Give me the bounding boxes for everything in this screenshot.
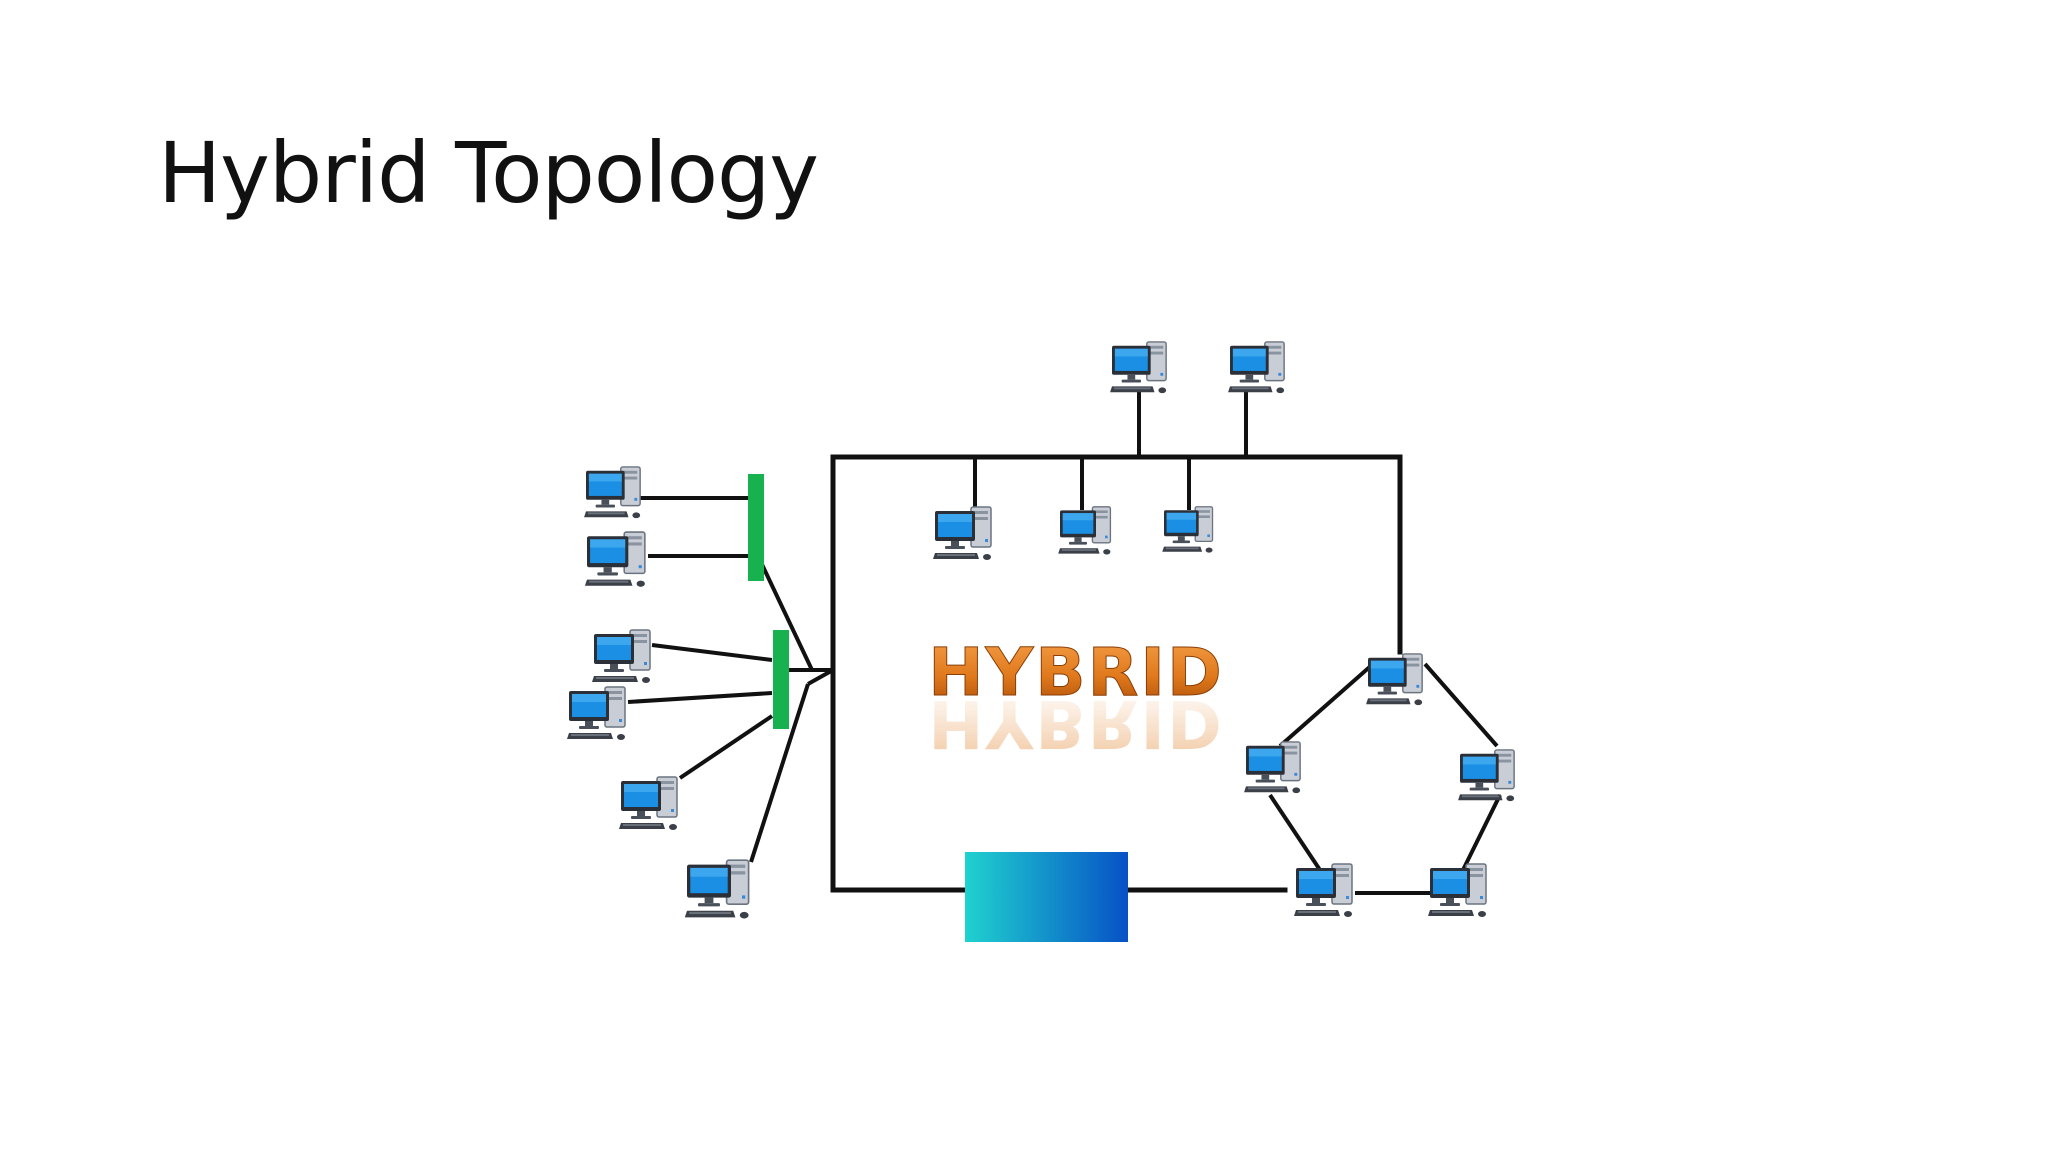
bus-drop-computer-1 xyxy=(932,506,992,561)
star-computer-5 xyxy=(618,776,678,831)
bus-drop-computer-2 xyxy=(1058,506,1112,556)
ring-computer-right xyxy=(1458,749,1515,802)
bus-top-computer-1 xyxy=(1110,341,1167,394)
switch-box xyxy=(965,852,1128,942)
slide-title: Hybrid Topology xyxy=(158,124,819,222)
bus-drop-computer-3 xyxy=(1162,506,1214,554)
ring-computer-bottom-right xyxy=(1428,863,1487,918)
bus-top-computer-2 xyxy=(1228,341,1285,394)
hybrid-label-group: HYBRID HYBRID xyxy=(928,634,1224,763)
upper-hub-bar xyxy=(748,474,764,581)
lower-hub-bar xyxy=(773,630,789,729)
bus-drops xyxy=(973,390,1248,510)
ring-cables xyxy=(1268,662,1502,895)
backbone-cables xyxy=(830,454,1403,893)
ring-computer-left xyxy=(1244,741,1301,794)
hybrid-label: HYBRID xyxy=(928,634,1224,711)
star-computer-3 xyxy=(591,629,651,684)
hybrid-label-reflection: HYBRID xyxy=(928,685,1224,762)
ring-computer-top xyxy=(1366,653,1423,706)
star-cables xyxy=(627,496,834,863)
star-computer-2 xyxy=(584,531,646,588)
ring-computer-bottom-left xyxy=(1294,863,1353,918)
star-computer-4 xyxy=(566,686,626,741)
star-computer-1 xyxy=(583,466,641,519)
star-computer-6 xyxy=(683,859,750,920)
